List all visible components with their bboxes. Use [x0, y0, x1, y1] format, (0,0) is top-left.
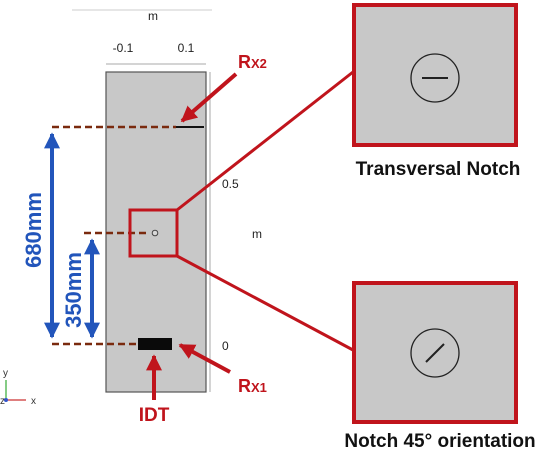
rx2-label: RX2 — [238, 52, 267, 72]
rx1-label: RX1 — [238, 376, 267, 396]
right-tick-05: 0.5 — [222, 177, 239, 191]
top-tick-right: 0.1 — [178, 41, 195, 55]
idt-transducer — [138, 338, 172, 350]
rx2-label-main: R — [238, 52, 251, 72]
circle-with-horizontal-line-icon — [410, 53, 460, 103]
caption-transversal-notch: Transversal Notch — [356, 159, 521, 180]
notch-zoom-box — [128, 208, 179, 258]
zoom-panel-transversal — [352, 3, 518, 147]
rx2-label-sub: X2 — [251, 56, 267, 71]
right-tick-0: 0 — [222, 339, 229, 353]
triad-origin — [4, 398, 8, 402]
rx1-label-sub: X1 — [251, 380, 267, 395]
dimension-label-350: 350mm — [61, 252, 86, 328]
triad-x-label: x — [31, 396, 36, 407]
triad-z-label: z — [0, 396, 5, 407]
caption-notch-45: Notch 45° orientation — [344, 431, 535, 452]
circle-with-diagonal-line-icon — [410, 328, 460, 378]
rx2-pointer-arrow — [180, 72, 238, 123]
idt-label: IDT — [139, 405, 170, 426]
top-tick-left: -0.1 — [113, 41, 134, 55]
dimension-label-680: 680mm — [21, 192, 46, 268]
rx1-label-main: R — [238, 376, 251, 396]
top-axis-unit: m — [148, 9, 158, 23]
triad-y-label: y — [3, 368, 8, 379]
notch-marker — [151, 229, 159, 237]
right-axis-unit: m — [252, 227, 262, 241]
rx1-pointer-arrow — [178, 343, 231, 374]
zoom-connector-top — [176, 70, 354, 212]
zoom-connector-bottom — [176, 254, 354, 352]
